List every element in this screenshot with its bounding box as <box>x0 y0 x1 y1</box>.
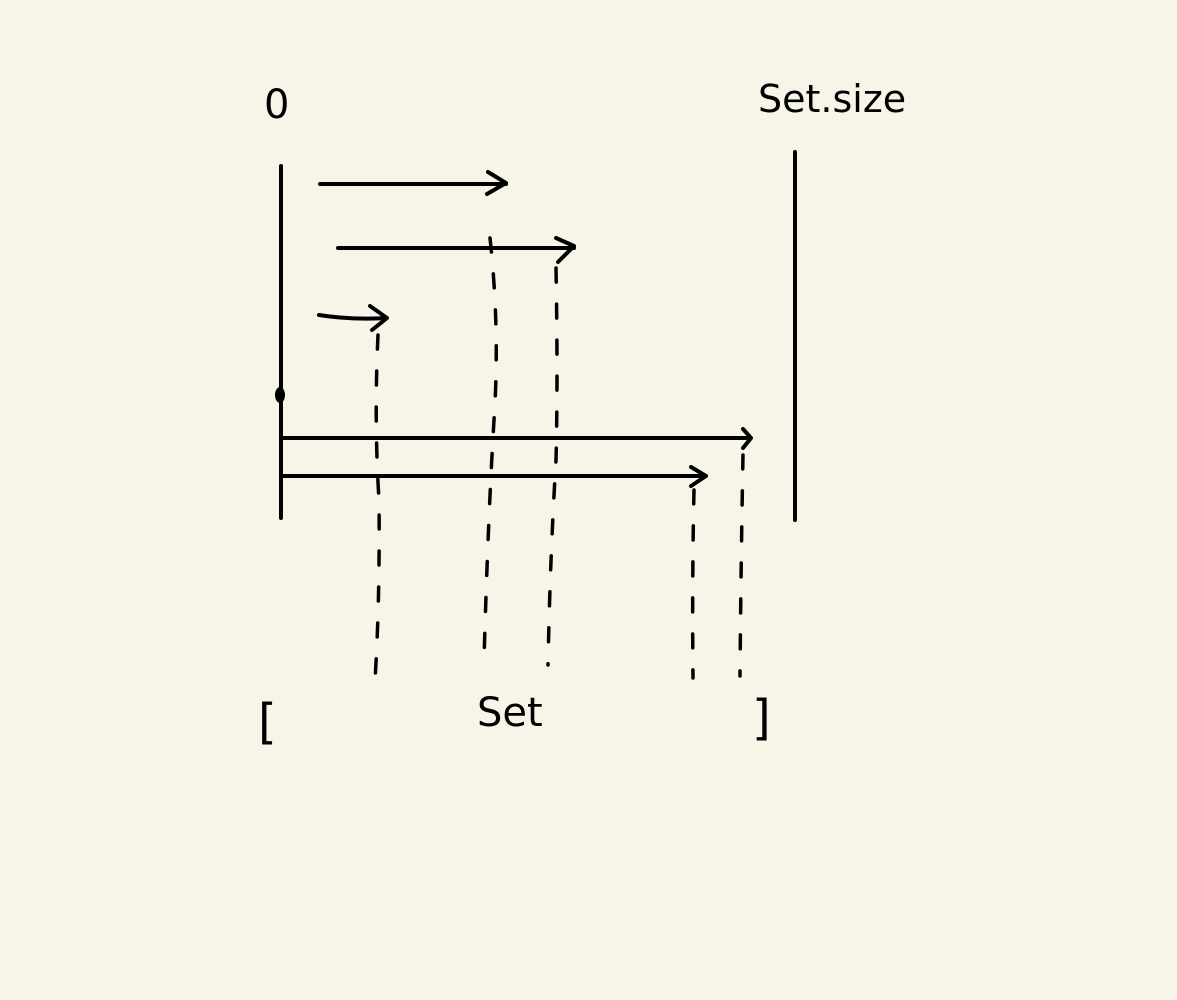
projection-line-1 <box>373 333 381 682</box>
arrow-4 <box>279 427 753 450</box>
projection-line-5 <box>738 453 745 678</box>
arrow-5 <box>279 465 708 488</box>
projection-line-2 <box>482 236 498 662</box>
projection-line-3 <box>546 266 559 667</box>
projection-line-4 <box>690 488 696 680</box>
label-set-size: Set.size <box>758 77 906 121</box>
arrow-1 <box>318 170 508 196</box>
bracket-close: ] <box>752 690 771 746</box>
label-set: Set <box>477 690 543 736</box>
label-zero: 0 <box>264 82 289 128</box>
bracket-open: [ <box>258 694 277 750</box>
start-dot <box>275 387 285 403</box>
arrow-2 <box>336 236 576 264</box>
arrow-3 <box>317 304 389 332</box>
